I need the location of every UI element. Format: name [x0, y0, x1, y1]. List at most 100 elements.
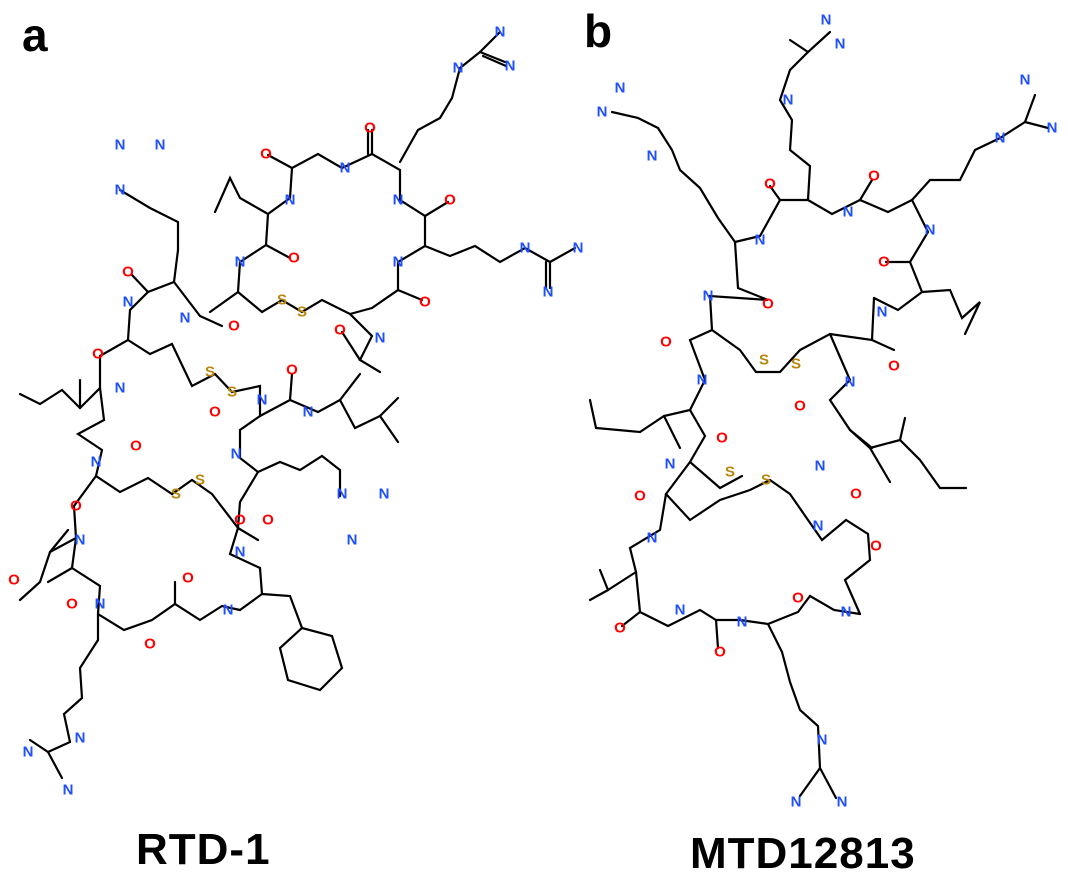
svg-text:N: N	[115, 182, 126, 199]
svg-text:S: S	[195, 472, 205, 489]
svg-text:O: O	[878, 254, 890, 271]
svg-text:N: N	[841, 604, 852, 621]
svg-text:N: N	[495, 24, 506, 41]
svg-text:O: O	[144, 636, 156, 653]
svg-text:N: N	[375, 330, 386, 347]
svg-text:N: N	[257, 392, 268, 409]
svg-text:O: O	[260, 146, 272, 163]
svg-text:N: N	[615, 80, 626, 97]
svg-text:N: N	[223, 602, 234, 619]
svg-text:N: N	[1020, 72, 1031, 89]
svg-text:O: O	[209, 404, 221, 421]
svg-text:N: N	[303, 404, 314, 421]
svg-text:N: N	[91, 454, 102, 471]
svg-text:N: N	[505, 58, 516, 75]
svg-text:S: S	[277, 292, 287, 309]
svg-text:N: N	[843, 204, 854, 221]
svg-text:O: O	[794, 398, 806, 415]
svg-text:N: N	[1047, 120, 1058, 137]
panel-label-a: a	[22, 9, 48, 61]
svg-text:S: S	[227, 384, 237, 401]
svg-text:N: N	[115, 380, 126, 397]
svg-text:N: N	[235, 544, 246, 561]
svg-text:N: N	[703, 288, 714, 305]
svg-text:O: O	[762, 296, 774, 313]
svg-text:O: O	[234, 512, 246, 529]
svg-text:N: N	[597, 104, 608, 121]
svg-text:N: N	[791, 794, 802, 811]
svg-text:N: N	[95, 596, 106, 613]
svg-text:O: O	[8, 572, 20, 589]
svg-text:N: N	[180, 310, 191, 327]
svg-text:S: S	[205, 364, 215, 381]
svg-text:N: N	[755, 232, 766, 249]
svg-text:N: N	[835, 36, 846, 53]
svg-text:O: O	[714, 644, 726, 661]
svg-text:N: N	[877, 304, 888, 321]
svg-text:N: N	[63, 782, 74, 799]
svg-text:N: N	[815, 458, 826, 475]
svg-text:N: N	[155, 137, 166, 154]
svg-text:N: N	[697, 372, 708, 389]
svg-text:S: S	[725, 464, 735, 481]
svg-text:N: N	[821, 12, 832, 29]
svg-text:O: O	[888, 358, 900, 375]
svg-text:N: N	[813, 518, 824, 535]
svg-text:N: N	[393, 192, 404, 209]
svg-text:O: O	[792, 590, 804, 607]
svg-text:O: O	[122, 264, 134, 281]
svg-text:O: O	[868, 168, 880, 185]
svg-text:N: N	[925, 222, 936, 239]
svg-text:O: O	[334, 322, 346, 339]
svg-text:N: N	[647, 530, 658, 547]
svg-text:N: N	[379, 486, 390, 503]
panel-label-b: b	[584, 5, 613, 57]
caption-mtd12813: MTD12813	[690, 829, 916, 878]
svg-text:N: N	[737, 614, 748, 631]
svg-text:O: O	[660, 334, 672, 351]
svg-text:N: N	[340, 160, 351, 177]
svg-text:O: O	[716, 430, 728, 447]
svg-text:N: N	[845, 374, 856, 391]
svg-text:O: O	[850, 486, 862, 503]
svg-text:O: O	[262, 512, 274, 529]
svg-text:O: O	[66, 596, 78, 613]
svg-text:O: O	[870, 538, 882, 555]
svg-text:O: O	[92, 346, 104, 363]
svg-text:O: O	[364, 120, 376, 137]
svg-text:N: N	[783, 92, 794, 109]
svg-text:N: N	[115, 137, 126, 154]
svg-text:S: S	[761, 472, 771, 489]
svg-text:N: N	[520, 240, 531, 257]
svg-text:N: N	[235, 254, 246, 271]
svg-text:S: S	[759, 352, 769, 369]
svg-text:N: N	[573, 240, 584, 257]
svg-text:O: O	[444, 192, 456, 209]
caption-rtd-1: RTD-1	[136, 825, 271, 874]
svg-text:N: N	[393, 254, 404, 271]
svg-text:N: N	[347, 532, 358, 549]
svg-text:S: S	[171, 486, 181, 503]
svg-text:O: O	[634, 488, 646, 505]
svg-text:N: N	[453, 60, 464, 77]
svg-text:O: O	[182, 570, 194, 587]
svg-text:S: S	[297, 304, 307, 321]
svg-text:O: O	[419, 294, 431, 311]
svg-text:O: O	[288, 250, 300, 267]
svg-text:N: N	[665, 456, 676, 473]
svg-text:O: O	[614, 620, 626, 637]
svg-text:N: N	[675, 602, 686, 619]
svg-text:N: N	[75, 730, 86, 747]
svg-text:O: O	[764, 176, 776, 193]
svg-text:N: N	[231, 446, 242, 463]
svg-text:N: N	[543, 284, 554, 301]
svg-text:N: N	[23, 744, 34, 761]
svg-text:N: N	[285, 192, 296, 209]
svg-text:O: O	[130, 438, 142, 455]
svg-text:N: N	[817, 732, 828, 749]
